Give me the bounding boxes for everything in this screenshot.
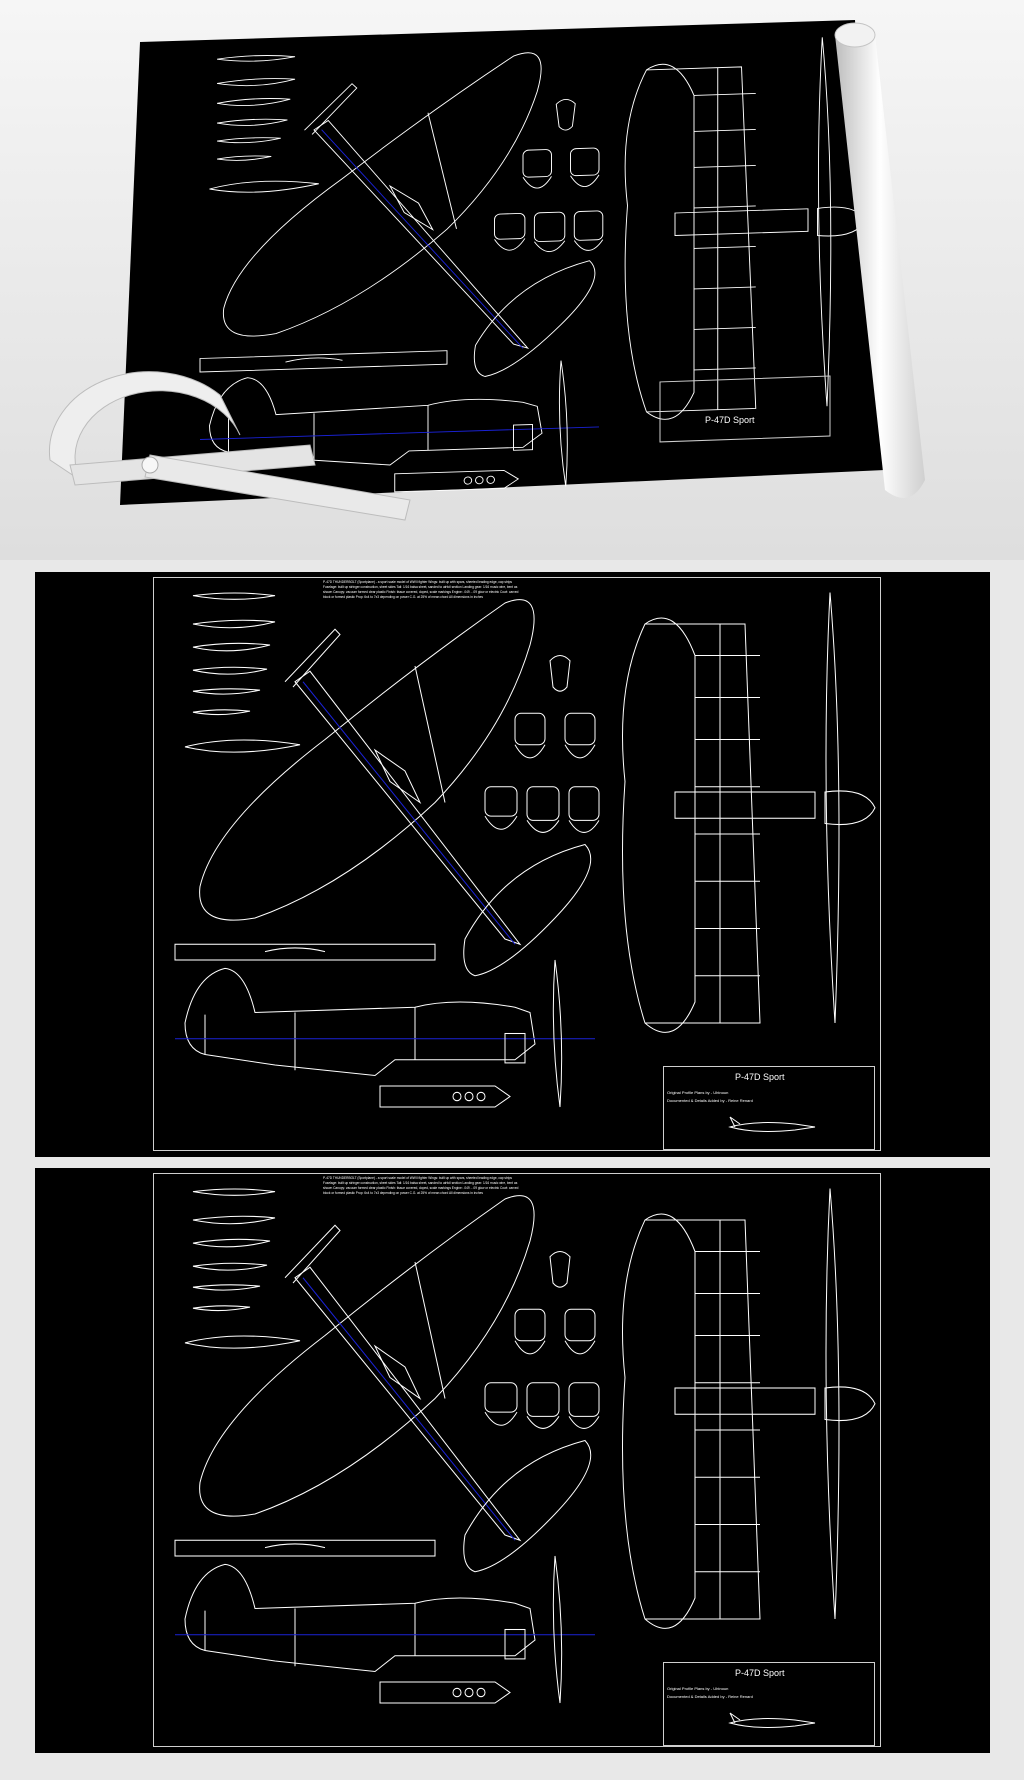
mockup-scene: P-47D Sport [0, 0, 1024, 560]
drawing-frame [153, 1173, 881, 1747]
credit-line-1: Original Profile Plans by - Uhtnoun [667, 1090, 729, 1095]
credit-line-2: Documented & Details Added by - Reine Re… [667, 1098, 753, 1103]
construction-notes: P-47D THUNDERBOLT (Sportplane) - a sport… [323, 1176, 519, 1195]
construction-notes: P-47D THUNDERBOLT (Sportplane) - a sport… [323, 580, 519, 599]
credit-line-1: Original Profile Plans by - Uhtnoun [667, 1686, 729, 1691]
aircraft-thumbnail [728, 1116, 816, 1132]
drawing-title: P-47D Sport [735, 1668, 785, 1678]
protractor-tool [48, 371, 411, 521]
drawing-title: P-47D Sport [735, 1072, 785, 1082]
mockup-title: P-47D Sport [705, 415, 755, 425]
paper-roll [834, 22, 925, 498]
credit-line-2: Documented & Details Added by - Reine Re… [667, 1694, 753, 1699]
blueprint-panel-bottom: P-47D THUNDERBOLT (Sportplane) - a sport… [35, 1168, 990, 1753]
title-block [663, 1662, 875, 1746]
drawing-frame [153, 577, 881, 1151]
perspective-blueprint-sheet [120, 20, 885, 505]
aircraft-thumbnail [728, 1712, 816, 1728]
blueprint-panel-middle: P-47D THUNDERBOLT (Sportplane) - a sport… [35, 572, 990, 1157]
title-block [663, 1066, 875, 1150]
